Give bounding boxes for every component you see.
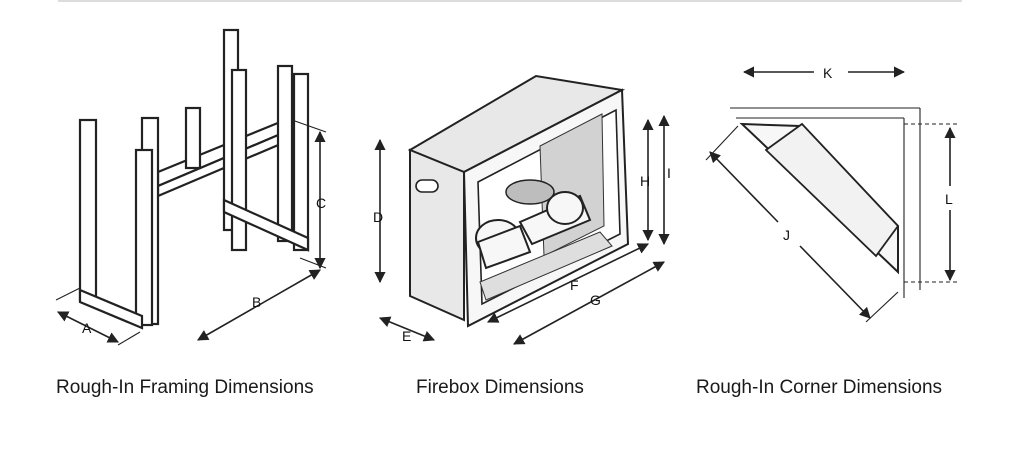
dimension-k: K (742, 65, 906, 81)
dimension-i: I (658, 114, 671, 246)
label-l: L (945, 191, 953, 207)
dimension-j: J (705, 125, 899, 323)
corner-guides (904, 123, 960, 283)
dimension-g: G (513, 261, 665, 345)
corner-unit (739, 122, 900, 275)
label-b: B (252, 294, 261, 310)
label-i: I (667, 165, 671, 181)
dimension-h: H (640, 118, 654, 242)
label-d: D (373, 209, 383, 225)
caption-rough-in-corner: Rough-In Corner Dimensions (696, 377, 943, 398)
caption-rough-in-framing: Rough-In Framing Dimensions (56, 377, 314, 398)
label-c: C (316, 195, 326, 211)
framing-front-studs (78, 116, 160, 330)
dimension-l: L (944, 126, 956, 282)
framing-back-studs (184, 28, 310, 252)
vent-slot-icon (415, 179, 439, 193)
dimension-c: C (291, 119, 327, 270)
dimension-b: B (197, 269, 321, 341)
dimension-a: A (55, 287, 141, 346)
dimension-e: E (378, 316, 436, 344)
top-divider (58, 0, 962, 2)
caption-firebox: Firebox Dimensions (416, 377, 584, 398)
label-e: E (402, 328, 411, 344)
dimension-d: D (373, 138, 386, 284)
label-k: K (823, 65, 833, 81)
label-g: G (590, 292, 601, 308)
label-j: J (783, 227, 790, 243)
corner-walls (730, 107, 921, 298)
label-a: A (82, 320, 92, 336)
label-h: H (640, 173, 650, 189)
